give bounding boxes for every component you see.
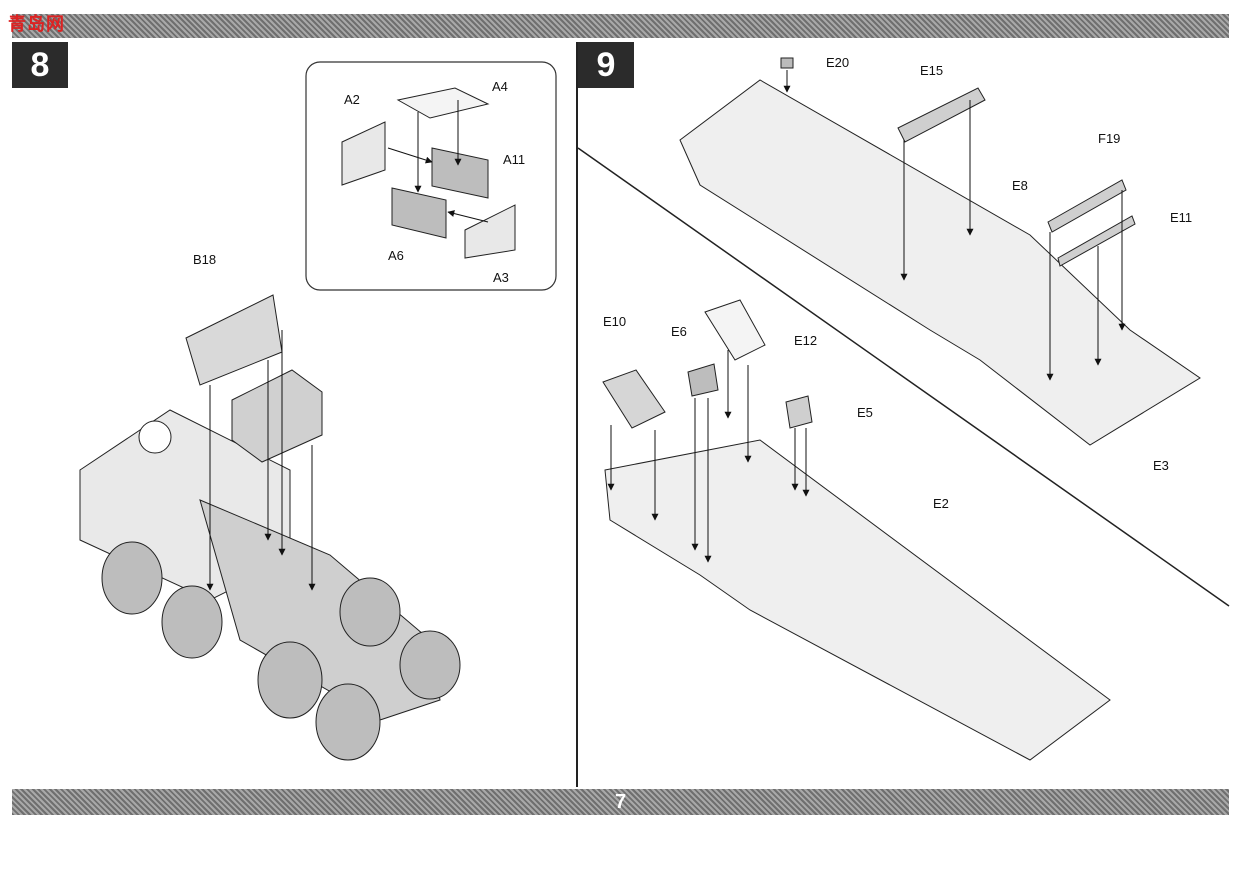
step-9-upper-arrows — [783, 70, 1126, 381]
label-a4: A4 — [492, 79, 508, 94]
wheel-shape — [339, 577, 401, 647]
wheel-shape — [161, 585, 223, 659]
part-a11-shape — [431, 147, 489, 199]
label-a3: A3 — [493, 270, 509, 285]
truck-chassis-shape — [199, 499, 441, 721]
part-e11-shape — [1057, 215, 1136, 267]
part-e15-shape — [897, 87, 986, 143]
truck-wheels — [101, 541, 461, 761]
part-e6-shape — [687, 363, 719, 397]
label-b18: B18 — [193, 252, 217, 267]
label-e11: E11 — [1170, 210, 1193, 225]
watermark-text: 青岛网 — [8, 14, 65, 34]
label-e20: E20 — [826, 55, 850, 70]
wheel-shape — [399, 630, 461, 700]
label-f19: F19 — [1098, 131, 1121, 146]
label-a11: A11 — [503, 152, 526, 167]
part-e10-shape — [602, 369, 666, 429]
label-e10: E10 — [603, 314, 627, 329]
watermark-logo: 青岛网 — [8, 10, 68, 40]
label-e5: E5 — [857, 405, 873, 420]
part-e5-shape — [785, 395, 813, 429]
part-a4-shape — [396, 87, 490, 119]
label-e3: E3 — [1153, 458, 1169, 473]
step-9-number-box: 9 — [578, 42, 634, 88]
label-e8: E8 — [1012, 178, 1028, 193]
panel-divider — [576, 42, 578, 787]
part-e12-shape — [704, 299, 766, 361]
step-8-number-box: 8 — [12, 42, 68, 88]
part-a6-shape — [391, 187, 447, 239]
part-e20-shape — [780, 57, 794, 69]
page-number: 7 — [614, 791, 627, 813]
truck-box-shape — [231, 369, 323, 463]
truck-assembly — [79, 294, 441, 721]
label-a2: A2 — [344, 92, 360, 107]
step-9-diagonal-line — [577, 147, 1230, 607]
step-8-inset-arrows — [387, 100, 489, 223]
part-a2-shape — [341, 121, 386, 186]
step-8-number: 8 — [30, 46, 50, 84]
wheel-shape — [101, 541, 163, 615]
wheel-shape — [257, 641, 323, 719]
part-a3-shape — [464, 204, 516, 259]
step-8-arrows — [206, 330, 316, 591]
label-e2: E2 — [933, 496, 949, 511]
bottom-banner: 7 — [12, 789, 1229, 815]
part-f19-shape — [1047, 179, 1127, 233]
upper-frame-assembly — [679, 57, 1201, 446]
part-e2-frame-shape — [604, 439, 1111, 761]
step-9-lower-arrows — [607, 350, 810, 563]
step-9-number: 9 — [596, 46, 616, 84]
label-a6: A6 — [388, 248, 404, 263]
part-e8-frame-shape — [679, 79, 1201, 446]
label-e15: E15 — [920, 63, 944, 78]
truck-hatch-shape — [138, 420, 172, 454]
top-banner — [12, 14, 1229, 38]
lower-frame-assembly — [602, 299, 1111, 761]
label-e6: E6 — [671, 324, 687, 339]
label-e12: E12 — [794, 333, 818, 348]
wheel-shape — [315, 683, 381, 761]
cargo-box-subassembly — [341, 87, 516, 259]
